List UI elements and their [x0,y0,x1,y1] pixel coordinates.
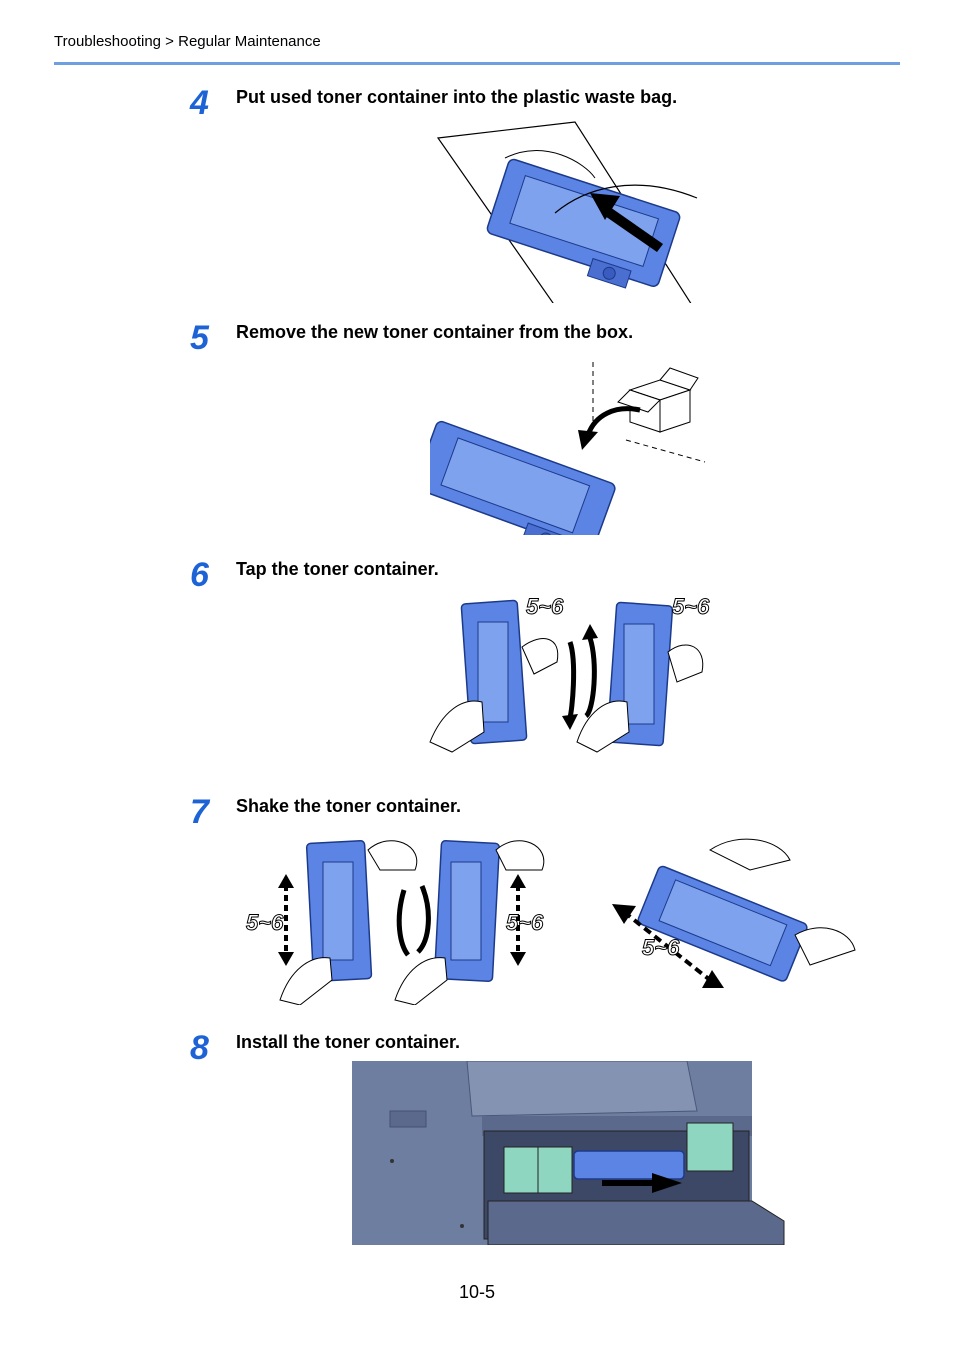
install-toner-illustration [352,1061,788,1245]
step-5-number: 5 [190,319,209,357]
tap-count-right-label: 5~6 [672,594,710,619]
header-rule [54,62,900,65]
step-6-number: 6 [190,556,209,594]
step-8-text: Install the toner container. [236,1032,461,1052]
tap-toner-illustration: 5~6 5~6 [429,594,711,753]
toner-in-waste-bag-illustration [436,121,698,303]
shake-count-right-label: 5~6 [642,935,680,960]
remove-toner-from-box-illustration [430,362,706,535]
shake-count-left-label: 5~6 [246,910,284,935]
page-number: 10-5 [458,1282,496,1302]
step-7-number: 7 [190,793,209,831]
breadcrumb: Troubleshooting > Regular Maintenance [54,33,321,50]
step-7-text: Shake the toner container. [236,796,462,816]
step-6-text: Tap the toner container. [236,559,439,579]
shake-count-middle-label: 5~6 [506,910,544,935]
shake-toner-illustration: 5~6 5~6 5~6 [246,838,856,1005]
step-5-text: Remove the new toner container from the … [236,322,634,342]
step-4-number: 4 [190,84,209,122]
step-4-text: Put used toner container into the plasti… [236,87,678,107]
step-8-number: 8 [190,1029,209,1067]
tap-count-left-label: 5~6 [526,594,564,619]
